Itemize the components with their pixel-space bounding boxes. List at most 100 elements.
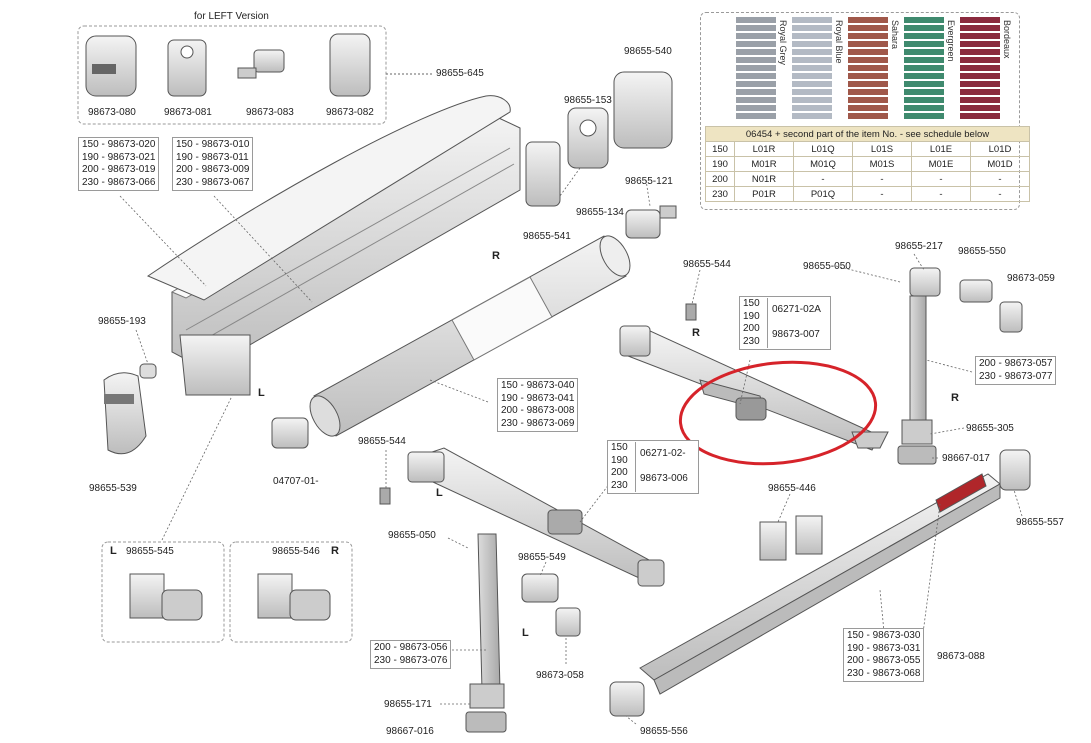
highlight-circle — [678, 360, 878, 466]
fabric-swatch — [848, 17, 888, 121]
label-98655-134: 98655-134 — [576, 207, 624, 218]
label-98673-058: 98673-058 — [536, 670, 584, 681]
fabric-code-cell: L01D — [970, 141, 1030, 157]
label-98673-082: 98673-082 — [326, 107, 374, 118]
label-98655-193: 98655-193 — [98, 316, 146, 327]
size-row: 230 - 98673-068 — [847, 667, 921, 679]
fabric-code-cell: - — [911, 186, 971, 202]
fabric-code-cell: - — [911, 171, 971, 187]
plug-121 — [625, 205, 677, 239]
box-545 — [101, 541, 225, 643]
size-row: 150 - 98673-040 — [501, 380, 575, 391]
fabric-code-cell: L01S — [852, 141, 912, 157]
size-row: 200 - 98673-009 — [176, 164, 250, 175]
clips-446 — [759, 515, 823, 561]
fabric-size-cell: 150 — [705, 141, 735, 157]
size-box-left-leg: 200 - 98673-056 230 - 98673-076 — [370, 640, 452, 669]
size-value: 190 — [611, 454, 628, 466]
fabric-code-cell: - — [970, 171, 1030, 187]
size-value: 230 — [743, 335, 760, 347]
fabric-code-cell: N01R — [734, 171, 794, 187]
left-version-box — [77, 25, 387, 125]
label-98655-540: 98655-540 — [624, 46, 672, 57]
fabric-code-cell: - — [970, 186, 1030, 202]
side-mark-r-leg: R — [951, 392, 959, 404]
label-98655-545: 98655-545 — [126, 546, 174, 557]
size-row: 200 - 98673-055 — [847, 655, 921, 666]
size-row: 150 - 98673-030 — [847, 630, 921, 641]
label-98655-550: 98655-550 — [958, 246, 1006, 257]
label-04707-01: 04707-01- — [273, 476, 319, 487]
lead-rail — [639, 473, 1001, 695]
fabric-swatch — [792, 17, 832, 121]
bracket-549 — [521, 573, 559, 603]
label-98655-050-right: 98655-050 — [803, 261, 851, 272]
fabric-code-cell: M01Q — [793, 156, 853, 172]
label-98673-080: 98673-080 — [88, 107, 136, 118]
label-98655-446: 98655-446 — [768, 483, 816, 494]
left-end-cap-080 — [85, 35, 137, 97]
left-arm — [407, 447, 665, 587]
fabric-code-cell: L01Q — [793, 141, 853, 157]
support-541 — [525, 141, 561, 207]
spring-544-left — [379, 487, 391, 505]
pin-193 — [139, 363, 157, 379]
clip-550 — [959, 279, 993, 303]
fabric-panel-box — [700, 12, 1020, 210]
fabric-code-cell: M01R — [734, 156, 794, 172]
fabric-size-cell: 230 — [705, 186, 735, 202]
label-98655-171: 98655-171 — [384, 699, 432, 710]
size-box-roller-tube: 150 - 98673-040 190 - 98673-041 200 - 98… — [497, 378, 579, 432]
size-box-left-arm: 150 190 200 230 06271-02- 98673-006 — [607, 440, 699, 494]
label-98655-217: 98655-217 — [895, 241, 943, 252]
size-row: 190 - 98673-031 — [847, 642, 921, 654]
label-98655-645: 98655-645 — [436, 68, 484, 79]
fabric-size-cell: 190 — [705, 156, 735, 172]
left-plug-083 — [237, 49, 285, 79]
fabric-code-cell: - — [852, 171, 912, 187]
label-98655-544-left: 98655-544 — [358, 436, 406, 447]
side-mark-r-case: R — [492, 250, 500, 262]
size-box-front-profile: 150 - 98673-020 190 - 98673-021 200 - 98… — [78, 137, 160, 191]
fabric-code-cell: L01R — [734, 141, 794, 157]
fabric-code-cell: P01R — [734, 186, 794, 202]
side-mark-r-arm: R — [692, 327, 700, 339]
size-value: 150 — [743, 298, 760, 309]
side-mark-l-clip: L — [522, 627, 529, 639]
size-value: 150 — [611, 442, 628, 453]
arm-code: 98673-006 — [640, 472, 688, 484]
size-row: 200 - 98673-057 — [979, 358, 1053, 369]
label-98655-539: 98655-539 — [89, 483, 137, 494]
size-row: 150 - 98673-020 — [82, 139, 156, 150]
fabric-swatch-name: Bordeaux — [1002, 20, 1012, 59]
size-box-right-arm: 150 190 200 230 06271-02A 98673-007 — [739, 296, 831, 350]
size-row: 230 - 98673-076 — [374, 654, 448, 666]
end-cap-557 — [999, 449, 1031, 491]
bracket-set-546 — [257, 573, 331, 621]
size-value: 230 — [611, 479, 628, 491]
size-row: 200 - 98673-056 — [374, 642, 448, 653]
fabric-swatch-name: Evergreen — [946, 20, 956, 62]
label-98655-050-left: 98655-050 — [388, 530, 436, 541]
spring-544-right — [685, 303, 697, 321]
fabric-code-table: 06454 + second part of the item No. - se… — [705, 126, 1030, 202]
end-cap-556 — [609, 681, 645, 717]
front-profile-cover — [146, 95, 511, 301]
label-98667-017: 98667-017 — [942, 453, 990, 464]
size-value: 200 — [611, 467, 628, 478]
fabric-swatch — [736, 17, 776, 121]
size-box-right-leg: 200 - 98673-057 230 - 98673-077 — [975, 356, 1057, 385]
left-bracket-081 — [167, 39, 207, 97]
left-leg — [465, 533, 507, 733]
size-row: 190 - 98673-041 — [501, 392, 575, 404]
label-98655-541: 98655-541 — [523, 231, 571, 242]
arm-code: 06271-02- — [640, 448, 686, 459]
side-mark-l-case: L — [258, 387, 265, 399]
box-546 — [229, 541, 353, 643]
fabric-code-cell: M01D — [970, 156, 1030, 172]
